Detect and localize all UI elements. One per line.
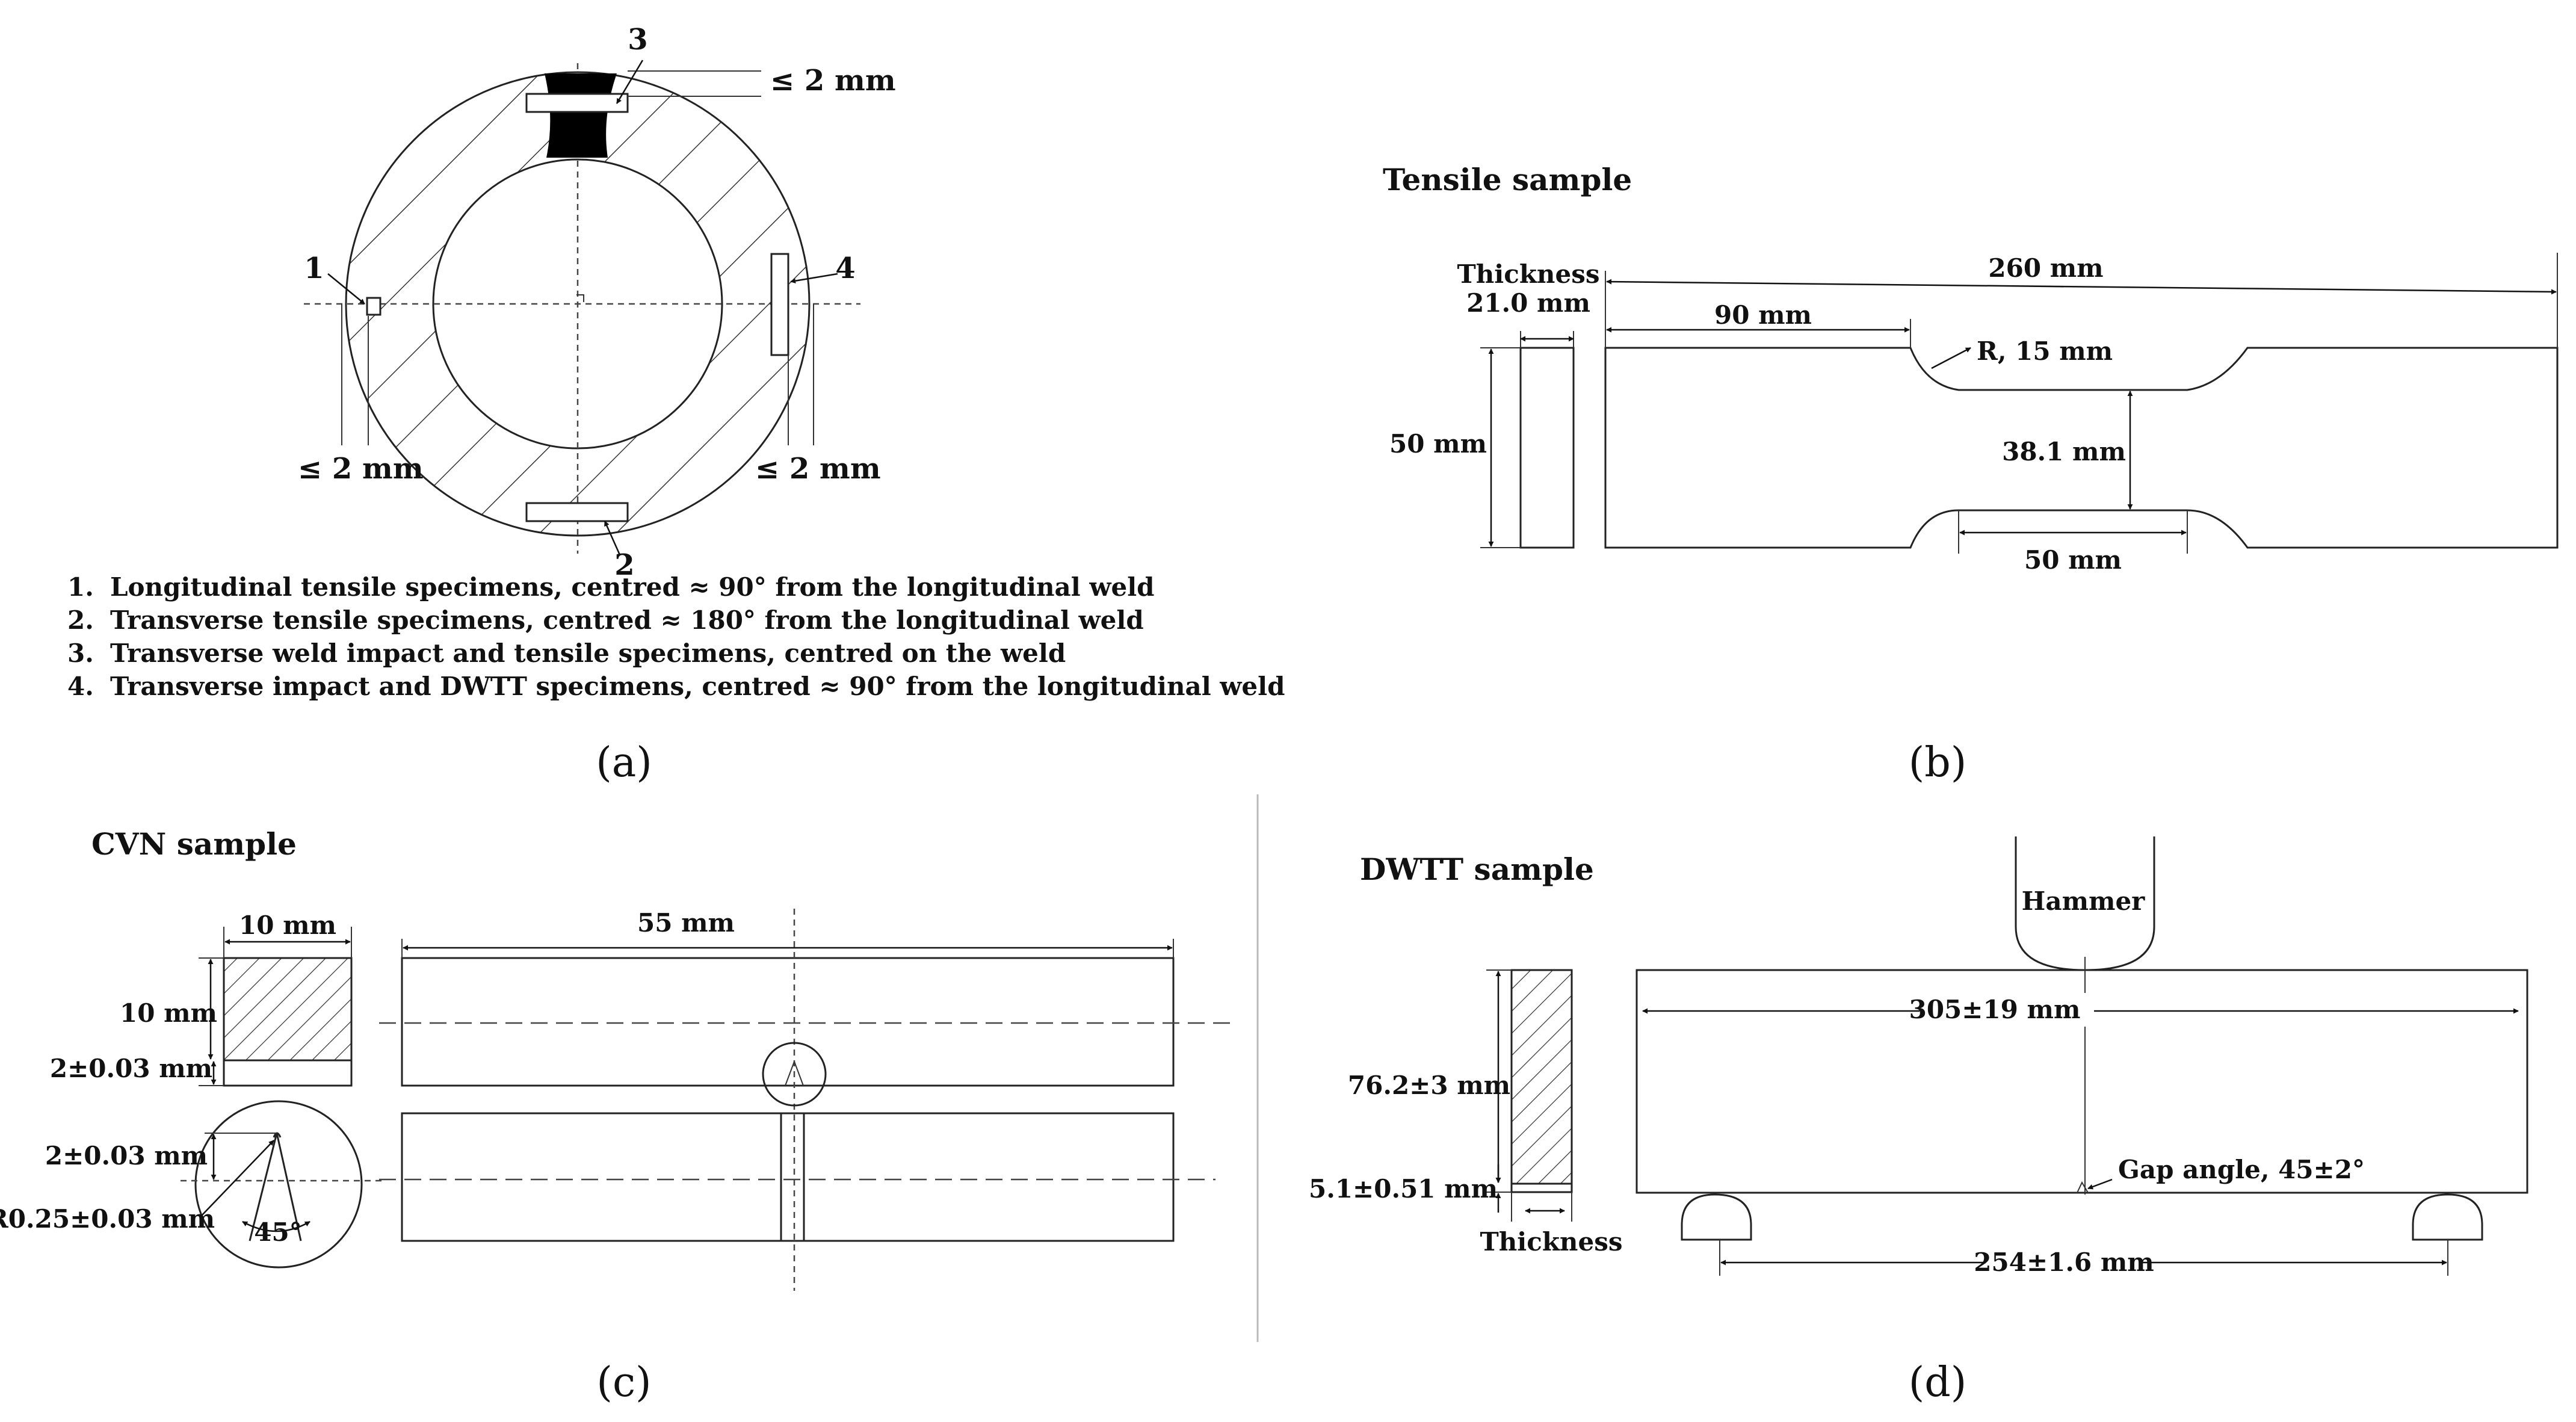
specimen-1 bbox=[366, 297, 381, 316]
hammer-label: Hammer bbox=[2022, 886, 2145, 916]
caption-b: (b) bbox=[1909, 739, 1967, 787]
panel-a-legend: 1. Longitudinal tensile specimens, centr… bbox=[67, 572, 1285, 701]
dwtt-title: DWTT sample bbox=[1360, 852, 1594, 887]
width-label: 50 mm bbox=[1389, 429, 1487, 459]
total-length-label: 260 mm bbox=[1988, 253, 2103, 283]
legend-num: 3. bbox=[67, 638, 94, 668]
specimen-4 bbox=[770, 253, 789, 356]
left-dimension-label: ≤ 2 mm bbox=[298, 452, 424, 486]
top-dimension-label: ≤ 2 mm bbox=[770, 64, 896, 97]
dwtt-notch-depth-label: 5.1±0.51 mm bbox=[1309, 1174, 1498, 1204]
grip-length-label: 90 mm bbox=[1714, 300, 1812, 330]
dwtt-specimen-outline bbox=[1635, 969, 2528, 1194]
legend-item: Transverse tensile specimens, centred ≈ … bbox=[110, 605, 1144, 635]
right-dimension-label: ≤ 2 mm bbox=[755, 452, 881, 486]
dwtt-length-label: 305±19 mm bbox=[1909, 995, 2081, 1024]
specimen-2 bbox=[525, 502, 629, 522]
panel-d-dwtt: DWTT sample Hammer 76.2±3 mm 5.1±0.51 mm… bbox=[1309, 836, 2528, 1281]
legend-item: Longitudinal tensile specimens, centred … bbox=[110, 572, 1155, 602]
legend-item: Transverse weld impact and tensile speci… bbox=[110, 638, 1066, 668]
tensile-title: Tensile sample bbox=[1383, 162, 1632, 197]
panel-b-tensile: Tensile sample Thickness 21.0 mm 50 mm 2… bbox=[1383, 162, 2559, 575]
thickness-value: 21.0 mm bbox=[1466, 288, 1590, 318]
callout-4: 4 bbox=[835, 252, 855, 285]
weld-bead bbox=[545, 73, 617, 158]
panel-a-pipe-section: 3 1 4 2 ≤ 2 mm ≤ 2 mm ≤ 2 mm bbox=[298, 23, 896, 582]
legend-num: 4. bbox=[67, 672, 94, 701]
cvn-notch-depth-label: 2±0.03 mm bbox=[50, 1054, 212, 1083]
caption-a: (a) bbox=[596, 739, 652, 787]
cvn-length-label: 55 mm bbox=[637, 908, 735, 938]
span-label: 254±1.6 mm bbox=[1974, 1247, 2154, 1277]
cvn-height-label: 10 mm bbox=[120, 998, 217, 1028]
dwtt-thickness-label: Thickness bbox=[1480, 1227, 1623, 1257]
cvn-detail-depth-label: 2±0.03 mm bbox=[45, 1141, 208, 1170]
gauge-width-label: 38.1 mm bbox=[2002, 437, 2126, 466]
gap-angle-label: Gap angle, 45±2° bbox=[2118, 1155, 2365, 1184]
tensile-specimen-outline bbox=[1604, 347, 2559, 549]
callout-2: 2 bbox=[614, 548, 634, 582]
thickness-label: Thickness bbox=[1457, 259, 1600, 289]
panel-c-cvn: CVN sample 10 mm 10 mm 2±0.03 mm 55 mm bbox=[0, 826, 1234, 1291]
caption-d: (d) bbox=[1909, 1359, 1967, 1406]
specimen-3 bbox=[525, 93, 629, 113]
legend-num: 2. bbox=[67, 605, 94, 635]
cvn-notch-radius-label: R0.25±0.03 mm bbox=[0, 1204, 215, 1234]
callout-3: 3 bbox=[628, 23, 647, 57]
left-support bbox=[1681, 1193, 1752, 1241]
gauge-length-label: 50 mm bbox=[2024, 545, 2122, 575]
cvn-title: CVN sample bbox=[91, 826, 297, 862]
legend-num: 1. bbox=[67, 572, 94, 602]
caption-c: (c) bbox=[596, 1359, 651, 1406]
callout-1: 1 bbox=[304, 252, 324, 285]
right-support bbox=[2412, 1193, 2483, 1241]
radius-label: R, 15 mm bbox=[1977, 336, 2113, 366]
cvn-width-label: 10 mm bbox=[239, 910, 336, 940]
legend-item: Transverse impact and DWTT specimens, ce… bbox=[110, 672, 1285, 701]
dwtt-height-label: 76.2±3 mm bbox=[1348, 1071, 1510, 1100]
cvn-notch-angle-label: 45° bbox=[254, 1217, 301, 1247]
